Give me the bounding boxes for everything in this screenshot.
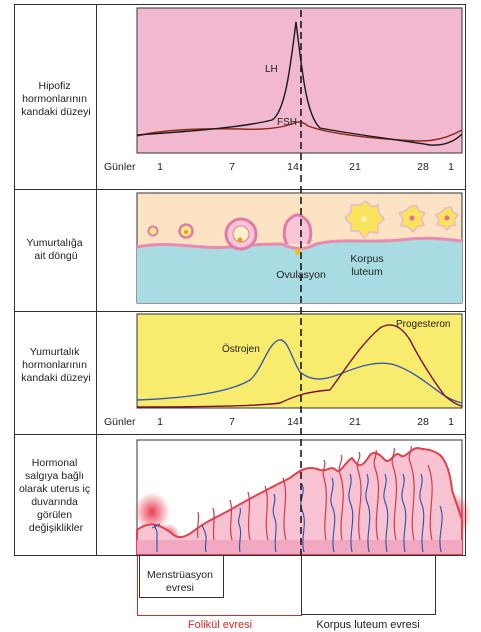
corpus-luteum-label: Korpus [350,253,383,265]
phase-brackets: Menstrüasyon evresi Folikül evresi Korpu… [137,556,436,631]
progesterone-label: Progesteron [396,319,450,330]
progesterone-curve [136,324,463,408]
corpus-luteum-core [361,216,367,222]
spiral-arteries [151,473,443,553]
ruptured-follicle [282,213,313,245]
panel1-label: Hipofiz hormonlarının kandaki düzeyi [21,80,90,118]
primordial-follicle [147,225,159,237]
released-ovum [295,249,301,255]
days-axis-bottom: Günler 1 7 14 21 28 1 [104,416,454,428]
day-tick: 7 [229,416,235,428]
corpus-luteum-label: luteum [351,266,383,278]
follicular-phase-bracket [137,556,302,616]
days-axis-top: Günler 1 7 14 21 28 1 [104,161,454,173]
follicle-oocyte [237,237,243,243]
day-tick: 1 [448,161,454,173]
day-tick: 28 [417,416,429,428]
estrogen-curve [136,339,463,404]
panel3-ovarian-hormone-plot: Östrojen Progesteron [136,313,463,409]
panel4-label: Hormonal salgıya bağlı olarak uterus iç … [19,457,93,534]
panel3-background [136,313,463,409]
day-tick: 14 [287,161,299,173]
endometrium-tissue [136,446,463,555]
menstrual-bleeding [134,492,170,532]
day-tick: 7 [229,161,235,173]
panel3-label: Yumurtalık hormonlarının kandaki düzeyi [21,346,90,384]
ovary-surface-edge [136,236,463,250]
menstruation-phase-bracket [139,556,224,598]
estrogen-label: Östrojen [222,343,260,355]
day-tick: 1 [157,161,163,173]
panel2-ovarian-cycle: Ovulasyon Korpus luteum [136,192,463,304]
menstruation-phase-label: Menstrüasyon [147,569,213,581]
day-tick: 21 [349,161,361,173]
day-tick: 14 [287,416,299,428]
days-axis-bottom-label: Günler [104,416,136,428]
panel1-pituitary-plot: LH FSH [136,7,463,154]
luteal-phase-bracket [301,556,436,615]
day-tick: 1 [448,416,454,428]
ovary-tissue [137,238,462,303]
endometrium-basal-layer [137,540,462,554]
fsh-label: FSH [277,117,297,128]
day-tick: 28 [417,161,429,173]
follicle-oocyte [184,230,188,234]
lh-label: LH [265,64,278,75]
day-tick: 21 [349,416,361,428]
follicular-phase-label: Folikül evresi [188,619,252,631]
day-tick: 1 [157,416,163,428]
uterine-glands [196,445,433,541]
panel2-label: Yumurtalığa ait döngü [27,237,86,262]
panel4-endometrium [134,439,471,555]
corpus-luteum-core [444,215,450,221]
corpus-luteum-core [409,215,415,221]
menstruation-phase-label: evresi [166,582,194,594]
outer-frame [14,4,466,556]
days-axis-top-label: Günler [104,161,136,173]
luteal-phase-label: Korpus luteum evresi [316,619,419,631]
